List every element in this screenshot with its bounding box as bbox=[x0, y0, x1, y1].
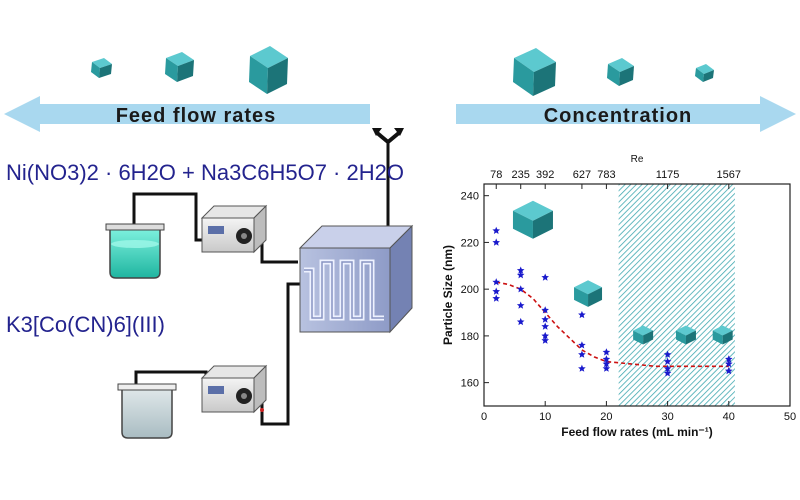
beaker-nickel bbox=[105, 223, 165, 279]
data-point bbox=[663, 369, 672, 377]
plot-frame bbox=[483, 183, 791, 407]
data-point bbox=[541, 336, 549, 344]
top-tick-label: 1175 bbox=[656, 169, 680, 181]
y-tick-label: 160 bbox=[461, 378, 479, 390]
data-point bbox=[516, 301, 525, 309]
data-point bbox=[541, 315, 549, 323]
inset-cube bbox=[574, 280, 603, 307]
reagent-2-formula: K3[Co(CN)6](III) bbox=[6, 312, 165, 338]
top-tick-label: 783 bbox=[597, 169, 615, 181]
data-point bbox=[492, 238, 500, 246]
cube-medium-right bbox=[607, 58, 634, 86]
concentration-label: Concentration bbox=[544, 105, 693, 127]
data-point bbox=[578, 310, 586, 319]
x-axis-ticks: 0 10 20 30 40 50 bbox=[481, 401, 796, 423]
data-point bbox=[578, 364, 586, 372]
y-axis-label: Particle Size (nm) bbox=[441, 245, 455, 345]
data-point bbox=[541, 273, 549, 281]
x-tick-label: 40 bbox=[723, 411, 735, 423]
cube-small-left bbox=[91, 58, 112, 78]
data-point bbox=[516, 285, 525, 293]
data-point bbox=[602, 359, 611, 368]
feed-flow-label: Feed flow rates bbox=[116, 105, 277, 127]
pump-lower bbox=[200, 364, 268, 414]
data-point bbox=[602, 348, 611, 356]
top-tick-label: 627 bbox=[573, 169, 591, 181]
data-point bbox=[516, 266, 525, 274]
data-point bbox=[541, 322, 549, 330]
data-point bbox=[725, 359, 733, 368]
data-points bbox=[492, 226, 733, 377]
cube-large-left bbox=[249, 46, 288, 94]
data-point bbox=[578, 341, 586, 349]
data-point bbox=[516, 317, 525, 326]
data-point bbox=[578, 350, 586, 358]
data-point bbox=[725, 355, 733, 363]
inset-cubes bbox=[512, 200, 733, 345]
fit-curve bbox=[496, 281, 729, 368]
data-point bbox=[663, 364, 672, 372]
data-point bbox=[541, 331, 549, 340]
feed-flow-arrow: Feed flow rates bbox=[4, 96, 370, 132]
y-tick-label: 200 bbox=[461, 284, 479, 296]
top-tick-label: 235 bbox=[512, 169, 530, 181]
top-axis-label: Re bbox=[631, 154, 644, 165]
data-point bbox=[516, 271, 525, 279]
concentration-arrow: Concentration bbox=[456, 96, 796, 132]
inset-cube bbox=[512, 200, 553, 239]
top-axis-ticks: 78 235 392 627 783 1175 1567 bbox=[490, 169, 741, 189]
data-point bbox=[492, 278, 500, 286]
x-tick-label: 0 bbox=[481, 411, 487, 423]
data-point bbox=[492, 294, 500, 302]
top-tick-label: 78 bbox=[490, 169, 502, 181]
y-tick-label: 240 bbox=[461, 191, 479, 203]
turbulent-region-shading bbox=[618, 184, 735, 406]
y-axis-ticks: 160 180 200 220 240 bbox=[461, 191, 489, 390]
data-point bbox=[602, 364, 611, 372]
cube-medium-left bbox=[165, 52, 194, 82]
data-point bbox=[725, 366, 733, 375]
cube-large-right bbox=[513, 48, 556, 96]
x-tick-label: 30 bbox=[661, 411, 673, 423]
top-tick-label: 392 bbox=[536, 169, 554, 181]
pump-upper bbox=[200, 204, 268, 254]
top-tick-label: 1567 bbox=[717, 169, 741, 181]
data-point bbox=[492, 287, 500, 295]
cube-small-right bbox=[695, 64, 714, 82]
x-tick-label: 50 bbox=[784, 411, 796, 423]
outlet-splitter-icon bbox=[372, 128, 404, 144]
data-point bbox=[492, 226, 500, 234]
data-point bbox=[663, 350, 672, 358]
reagent-1-text: Ni(NO3)2 · 6H2O + Na3C6H5O7 · 2H2O bbox=[6, 160, 404, 185]
reagent-2-text: K3[Co(CN)6](III) bbox=[6, 312, 165, 337]
y-tick-label: 220 bbox=[461, 237, 479, 249]
data-point bbox=[541, 306, 549, 314]
beaker-cobalt bbox=[117, 383, 177, 439]
y-tick-label: 180 bbox=[461, 331, 479, 343]
inset-cube bbox=[675, 325, 696, 345]
x-tick-label: 10 bbox=[539, 411, 551, 423]
data-point bbox=[602, 355, 611, 363]
data-point bbox=[663, 357, 672, 365]
microreactor bbox=[298, 224, 414, 334]
inset-cube bbox=[633, 325, 654, 345]
x-axis-label: Feed flow rates (mL min⁻¹) bbox=[561, 425, 712, 439]
x-tick-label: 20 bbox=[600, 411, 612, 423]
reagent-1-formula: Ni(NO3)2 · 6H2O + Na3C6H5O7 · 2H2O bbox=[6, 160, 404, 186]
inset-cube bbox=[712, 325, 733, 345]
